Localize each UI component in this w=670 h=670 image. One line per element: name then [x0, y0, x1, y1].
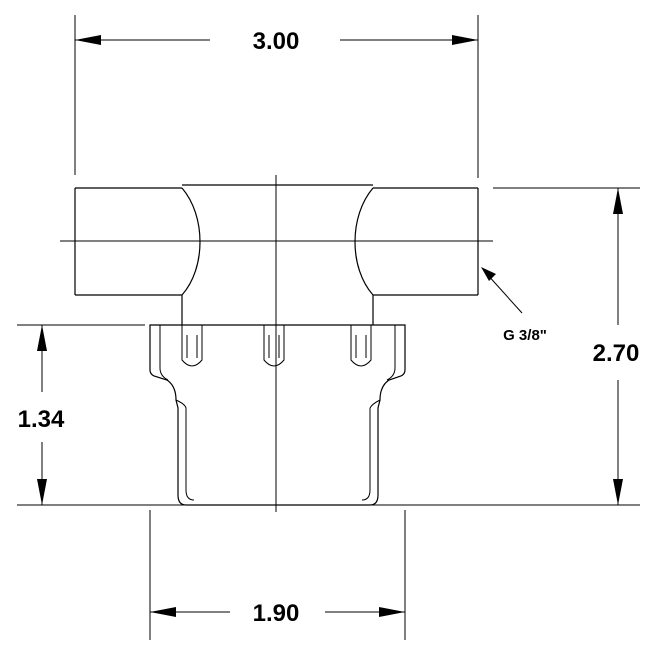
- dimension-overall-width: 3.00: [75, 28, 478, 55]
- thread-callout-label: G 3/8": [503, 327, 547, 344]
- dimension-label-overall-width: 3.00: [253, 28, 300, 55]
- dimension-label-lower-height: 1.34: [18, 406, 65, 433]
- dimension-overall-height: 2.70: [593, 188, 640, 505]
- dimension-label-lower-width: 1.90: [253, 600, 300, 627]
- extension-lines: [17, 15, 640, 640]
- nut-body: [149, 324, 406, 506]
- dimension-label-overall-height: 2.70: [593, 340, 640, 367]
- dimension-lower-width: 1.90: [150, 600, 405, 627]
- dimension-lower-height: 1.34: [18, 325, 65, 505]
- center-lines: [60, 175, 493, 512]
- neck: [181, 295, 374, 325]
- thread-callout: G 3/8": [481, 267, 547, 344]
